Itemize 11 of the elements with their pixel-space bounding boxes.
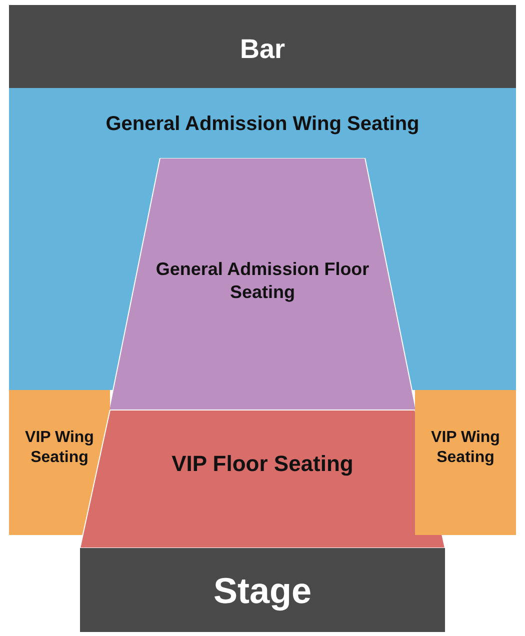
section-label: Bar [238,33,286,66]
seating-section [415,390,516,535]
section-label: VIP Wing Seating [430,428,501,468]
seating-section [109,158,416,410]
section-label: General Admission Floor Seating [154,258,370,303]
seating-section [80,548,445,632]
section-label: VIP Wing Seating [24,428,95,468]
seating-section [9,5,516,88]
section-label: Stage [212,569,313,613]
section-label: General Admission Wing Seating [104,112,420,137]
section-label: VIP Floor Seating [170,450,354,478]
